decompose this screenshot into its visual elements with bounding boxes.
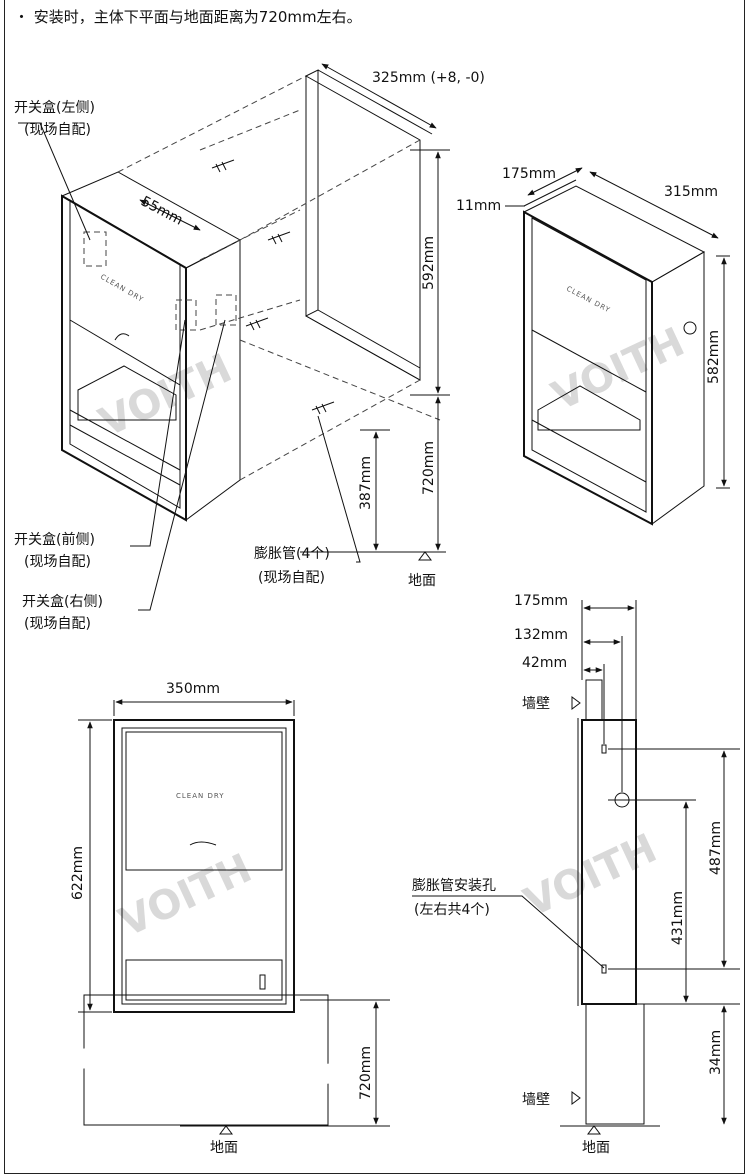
fv-wall-break [64, 1047, 340, 1085]
proj-line-5 [199, 209, 301, 261]
proj-line-3 [239, 379, 421, 481]
ss-ground-marker [587, 1125, 601, 1135]
ss-hole-top [601, 744, 607, 754]
recess-bottom-edge [305, 315, 421, 381]
install-note: ・ 安装时，主体下平面与地面距离为720mm左右。 [14, 8, 362, 26]
fv-outer-frame [113, 719, 295, 1013]
ss-body [581, 719, 637, 1005]
dim-55-line [139, 199, 201, 231]
dim-175-side: 175mm [514, 593, 568, 609]
recess-bottom-line [317, 309, 421, 369]
dim-350: 350mm [166, 681, 220, 697]
wall-label-bottom: 墙壁 [522, 1092, 550, 1108]
brand-mark-3: CLEAN DRY [176, 792, 225, 800]
fv-inner-frame [121, 727, 287, 1005]
ground-label-bottom-left: 地面 [210, 1140, 238, 1156]
logo-mark-3 [189, 841, 217, 846]
label-switch-left-1: 开关盒(左侧) [14, 99, 95, 116]
fv-key-slot [259, 974, 266, 990]
leader-hole [412, 895, 605, 969]
dim-720-top: 720mm [421, 441, 437, 495]
switch-box-right-outline [215, 294, 237, 326]
label-hole-2: (左右共4个) [414, 902, 490, 918]
wall-marker-bottom [571, 1091, 581, 1105]
pv-side-hole [683, 321, 697, 335]
label-switch-right-1: 开关盒(右侧) [22, 593, 103, 610]
watermark-1: VOITH [92, 345, 238, 446]
label-switch-front-2: (现场自配) [24, 554, 91, 570]
switch-box-front-outline [175, 299, 197, 331]
dim-11: 11mm [456, 198, 501, 214]
pv-divider [531, 329, 647, 393]
proj-line-1 [117, 75, 307, 173]
exploded-view: CLEAN DRY 325mm (+8, -0) 55mm [18, 63, 485, 611]
outer-frame [4, 0, 745, 1174]
ss-wall-top-hatch [585, 679, 603, 721]
dim-315: 315mm [664, 184, 718, 200]
dim-325-line [321, 63, 437, 129]
ground-marker-top [418, 551, 432, 561]
cabinet-front-frame [61, 194, 187, 522]
brand-mark-1: CLEAN DRY [99, 273, 145, 304]
label-anchor-1: 膨胀管(4个) [254, 545, 330, 562]
label-anchor-2: (现场自配) [258, 570, 325, 586]
ground-label-top: 地面 [408, 573, 436, 589]
leader-switch-left [18, 122, 91, 241]
pv-tray [531, 419, 647, 483]
logo-mark-1 [114, 333, 130, 341]
dim-132: 132mm [514, 627, 568, 643]
dim-42: 42mm [522, 655, 567, 671]
dim-175-top: 175mm [502, 166, 556, 182]
label-switch-right-2: (现场自配) [24, 616, 91, 632]
leader-switch-right [138, 319, 226, 611]
pv-side [651, 251, 705, 525]
pv-opening [537, 385, 641, 431]
dim-592: 592mm [421, 236, 437, 290]
dim-720-bottom: 720mm [358, 1046, 374, 1100]
dim-387: 387mm [358, 456, 374, 510]
dim-582: 582mm [706, 330, 722, 384]
watermark-2: VOITH [545, 319, 691, 420]
dim-315-line [589, 171, 719, 239]
leader-switch-front [130, 319, 186, 547]
proj-line-2 [239, 139, 421, 241]
fv-upper-panel [125, 731, 283, 871]
anchor-bolts [211, 159, 335, 415]
tray-line-2 [69, 424, 181, 486]
wall-recess-back [305, 75, 421, 381]
ss-hole-bottom [601, 964, 607, 974]
dim-175-line [527, 167, 583, 196]
wall-label-top: 墙壁 [522, 696, 550, 712]
dim-622: 622mm [70, 846, 86, 900]
ground-label-bottom-right: 地面 [582, 1140, 610, 1156]
label-hole-1: 膨胀管安装孔 [412, 877, 496, 894]
dim-325: 325mm (+8, -0) [372, 70, 485, 86]
switch-box-left-outline [83, 231, 107, 267]
leader-anchor [317, 415, 361, 563]
label-switch-front-1: 开关盒(前侧) [14, 531, 95, 548]
pv-front-inner [531, 217, 647, 513]
proj-line-6 [199, 299, 301, 331]
ground-marker-bottom [219, 1125, 233, 1135]
dim-55: 55mm [138, 193, 185, 228]
fv-lower-tray [125, 959, 283, 1001]
dim-431: 431mm [670, 891, 686, 945]
side-section [412, 600, 740, 1135]
front-view: CLEAN DRY [64, 699, 390, 1135]
label-switch-left-2: (现场自配) [24, 122, 91, 138]
watermark-3: VOITH [112, 845, 258, 946]
dim-487: 487mm [708, 821, 724, 875]
ss-wall-bottom-hatch [585, 1003, 645, 1125]
tray-line [69, 409, 181, 471]
cabinet-opening [77, 365, 177, 421]
proj-line-4 [199, 109, 301, 151]
wall-marker-top [571, 696, 581, 710]
dim-34: 34mm [708, 1030, 724, 1075]
panel-divider [69, 319, 181, 386]
proj-line-7 [239, 339, 441, 421]
wall-recess-edge [305, 69, 319, 317]
brand-mark-2: CLEAN DRY [565, 285, 612, 315]
